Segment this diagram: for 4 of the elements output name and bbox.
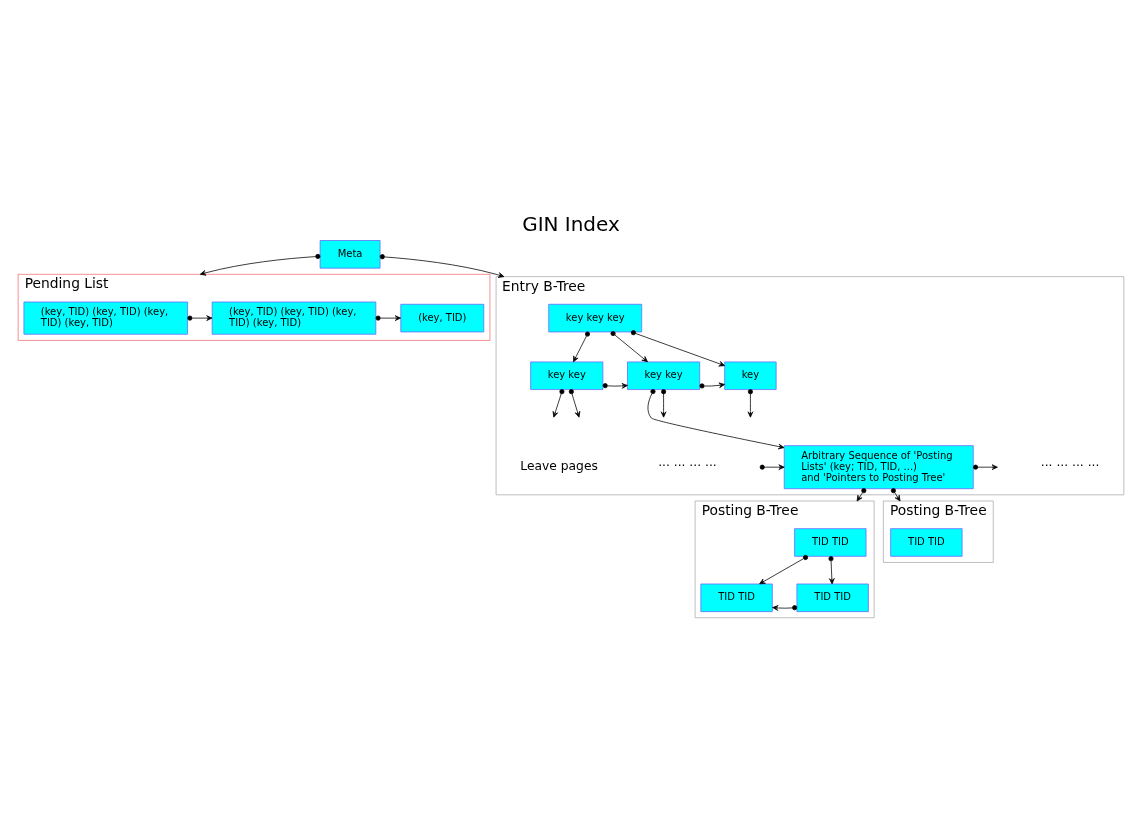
diagram-title: GIN Index — [522, 212, 620, 237]
label: Leave pages — [520, 459, 598, 474]
label: ··· ··· ··· ··· — [658, 459, 717, 474]
label: ··· ··· ··· ··· — [1040, 459, 1100, 474]
